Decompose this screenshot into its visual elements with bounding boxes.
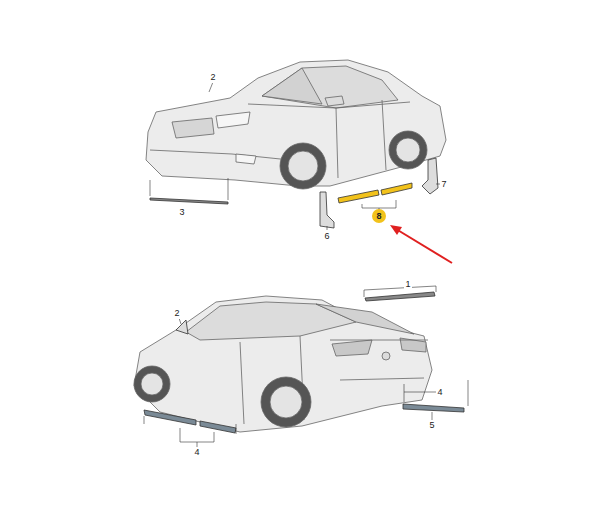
callout-number: 4 <box>436 387 443 398</box>
car-rear-window <box>316 304 414 334</box>
callout-number: 2 <box>209 72 216 83</box>
car-windshield <box>262 68 322 104</box>
leader-line <box>209 82 213 92</box>
mudflap-front <box>320 192 334 228</box>
callout-number: 5 <box>428 420 435 431</box>
leader-line <box>404 380 468 406</box>
car-windows <box>262 66 398 108</box>
roof-strip <box>365 292 435 301</box>
mudflap-rear <box>422 158 438 194</box>
car-wheel <box>261 377 311 427</box>
callout-number: 3 <box>178 207 185 218</box>
car-body <box>146 60 446 186</box>
callout-number: 6 <box>323 231 330 242</box>
leader-line <box>436 184 440 185</box>
callout-number: 1 <box>404 279 411 290</box>
side-strip-part <box>338 190 379 203</box>
leader-line <box>150 178 228 200</box>
front-bumper-strip <box>150 198 228 204</box>
car-wheel <box>389 131 427 169</box>
side-strip <box>144 410 196 425</box>
car-wheel <box>280 143 326 189</box>
car-bumper <box>150 150 290 160</box>
side-strip-part <box>381 183 412 195</box>
car-taillight <box>332 340 372 356</box>
car-grille <box>172 118 214 138</box>
callout-number: 7 <box>440 179 447 190</box>
car-door-line <box>248 100 410 178</box>
callout-number: 4 <box>193 447 200 458</box>
car-rim <box>288 151 318 181</box>
rear-strip <box>403 404 464 412</box>
car-rim <box>141 373 163 395</box>
leader-line <box>144 416 236 434</box>
car-mirror <box>325 96 344 106</box>
car-wheel <box>134 366 170 402</box>
pointer-arrow <box>390 225 452 263</box>
highlight-callout: 8 <box>372 209 386 223</box>
leader-line <box>364 286 436 297</box>
car-headlight <box>216 112 250 128</box>
car-rim <box>396 138 420 162</box>
car-badge <box>382 352 390 360</box>
mirror-cap <box>176 320 188 334</box>
leader-line <box>327 226 328 230</box>
car-rim <box>270 386 302 418</box>
side-strip <box>200 421 236 433</box>
callout-number: 8 <box>376 212 381 221</box>
leader-line <box>179 318 181 324</box>
callout-number: 2 <box>173 308 180 319</box>
car-body <box>134 296 432 432</box>
car-foglight <box>236 154 256 164</box>
bracket <box>180 428 214 447</box>
